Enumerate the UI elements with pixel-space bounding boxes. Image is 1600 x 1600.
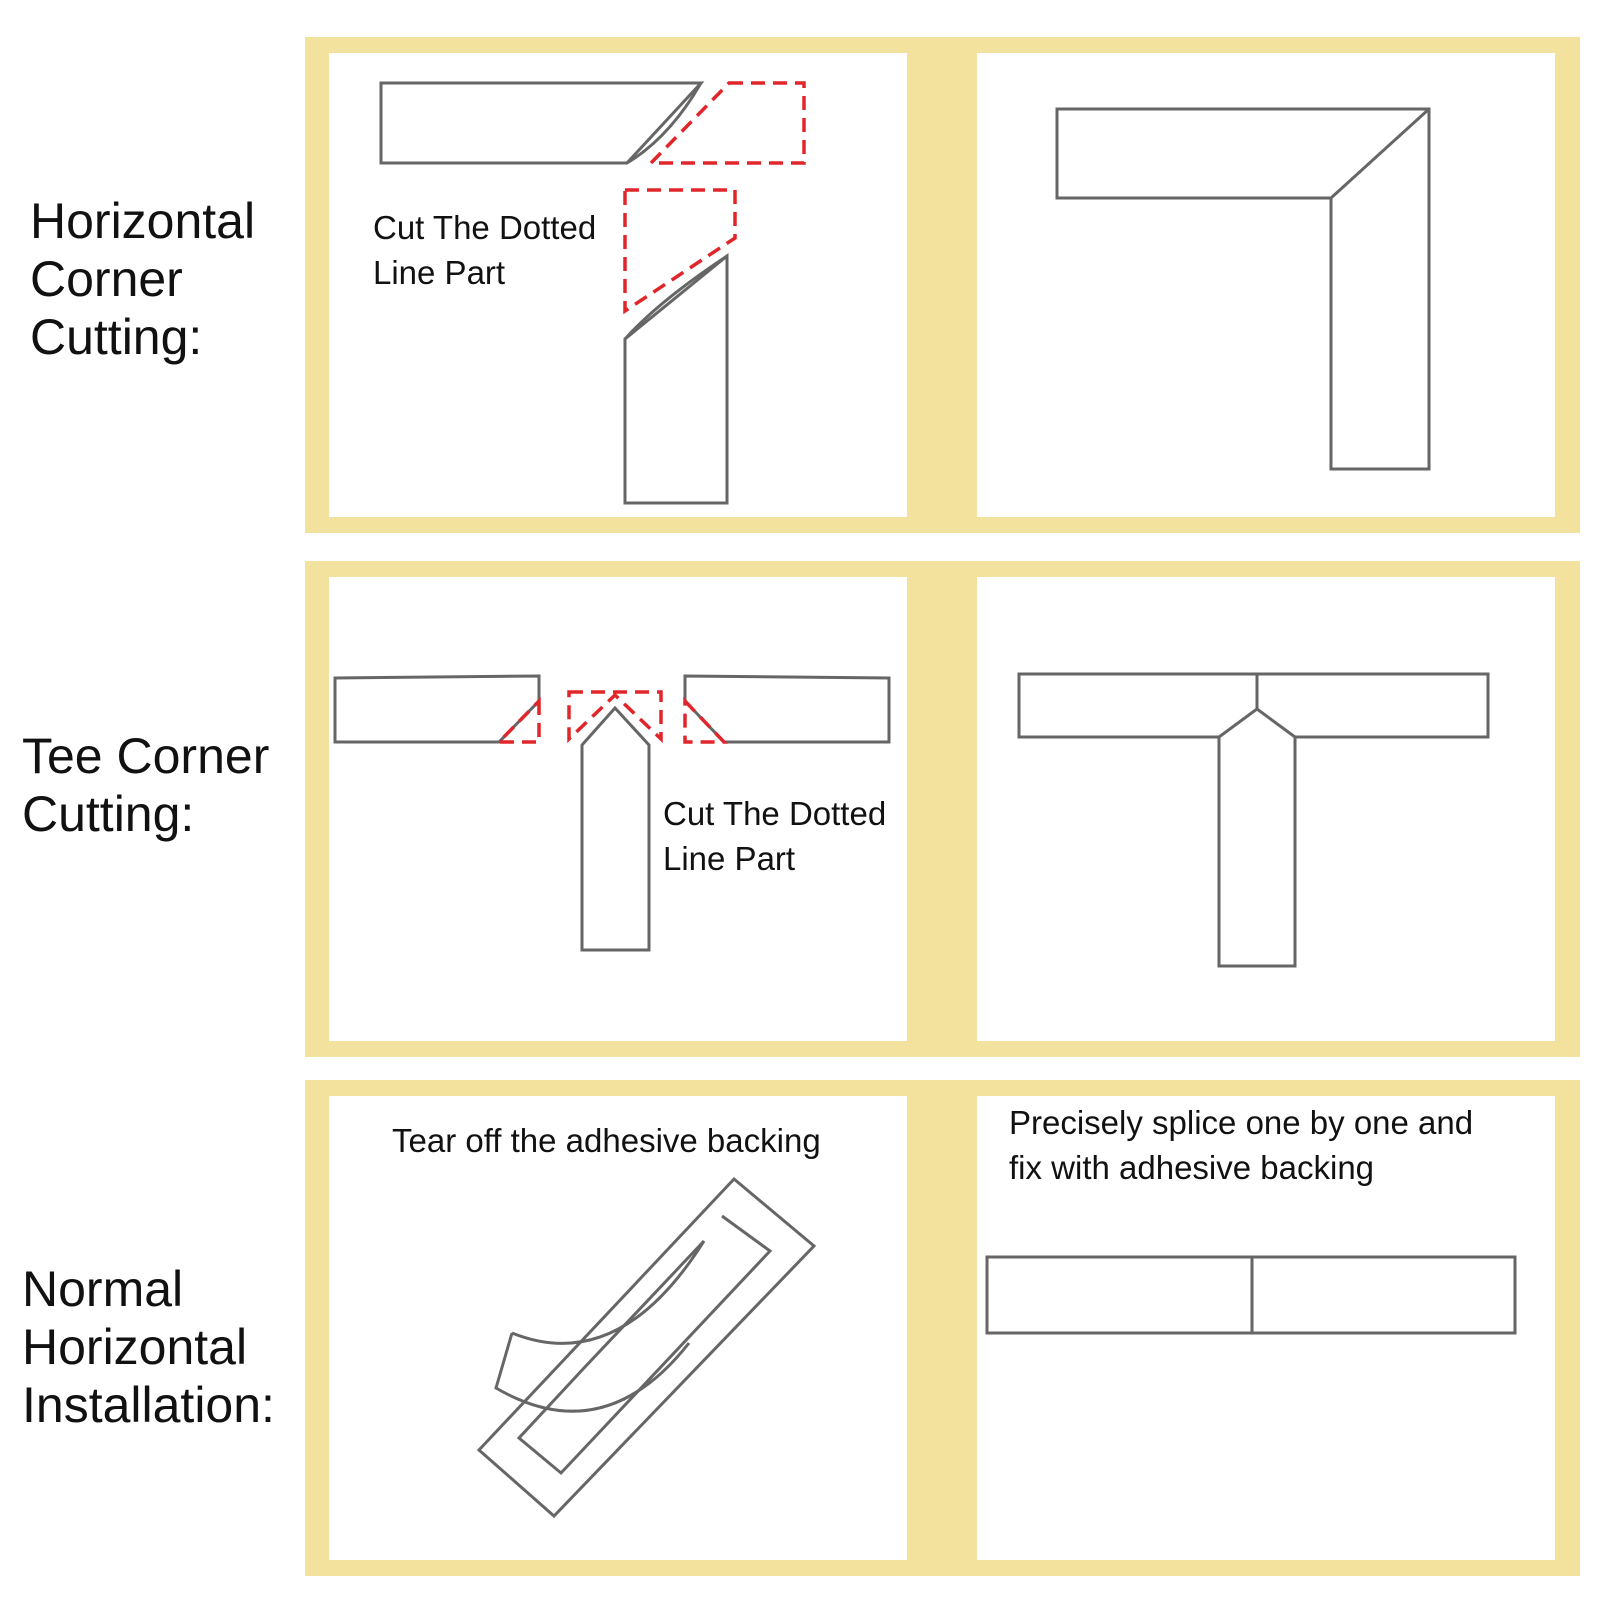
diagram-splice-result bbox=[985, 1255, 1517, 1335]
diagram-horizontal-corner-result bbox=[1055, 107, 1431, 471]
vertical-strip-bevel-curve bbox=[623, 254, 728, 341]
diagram-tear-backing bbox=[476, 1176, 817, 1519]
panel-horizontal-corner-cut: Cut The Dotted Line Part bbox=[329, 53, 907, 517]
splice-instruction: Precisely splice one by one and fix with… bbox=[1009, 1104, 1474, 1186]
horizontal-strip bbox=[379, 81, 705, 165]
l-corner-joined-strips bbox=[1055, 107, 1431, 471]
cut-waste-vertical bbox=[623, 188, 737, 315]
vertical-strip bbox=[623, 252, 729, 505]
panel-tee-corner-cut: Cut The Dotted Line Part bbox=[329, 577, 907, 1041]
cut-waste-horizontal bbox=[646, 81, 806, 165]
panel-splice-result: Precisely splice one by one and fix with… bbox=[977, 1096, 1555, 1560]
row-label-normal-horizontal: Normal Horizontal Installation: bbox=[22, 1261, 275, 1433]
strip-inner-backing bbox=[516, 1214, 773, 1476]
tee-joined-strips bbox=[1017, 672, 1490, 968]
cut-instruction-note: Cut The Dotted Line Part bbox=[373, 209, 597, 291]
tee-right-strip bbox=[683, 674, 891, 744]
panel-tear-backing: Tear off the adhesive backing bbox=[329, 1096, 907, 1560]
strip-outer-outline bbox=[476, 1176, 817, 1519]
row-label-tee-corner: Tee Corner Cutting: bbox=[22, 728, 270, 842]
peeled-backing bbox=[494, 1240, 706, 1413]
tee-joint-lines bbox=[1218, 674, 1296, 739]
row-label-horizontal-corner: Horizontal Corner Cutting: bbox=[30, 193, 256, 365]
tear-backing-instruction: Tear off the adhesive backing bbox=[392, 1122, 821, 1159]
miter-joint-line bbox=[1329, 107, 1431, 200]
diagram-tee-corner-cut bbox=[333, 674, 891, 952]
tee-left-strip bbox=[333, 674, 541, 744]
row-frame-tee-corner: Cut The Dotted Line Part bbox=[305, 561, 1580, 1057]
tee-stem-strip bbox=[580, 705, 651, 952]
cut-instruction-note: Cut The Dotted Line Part bbox=[663, 795, 887, 877]
panel-tee-corner-result bbox=[977, 577, 1555, 1041]
panel-horizontal-corner-result bbox=[977, 53, 1555, 517]
horizontal-strip-bevel-curve bbox=[626, 82, 703, 165]
cut-waste-stem-top bbox=[567, 690, 663, 744]
diagram-tee-corner-result bbox=[1017, 672, 1490, 968]
cut-waste-right-triangle bbox=[683, 696, 729, 744]
row-frame-normal-horizontal: Tear off the adhesive backing Precisely … bbox=[305, 1080, 1580, 1576]
row-frame-horizontal-corner: Cut The Dotted Line Part bbox=[305, 37, 1580, 533]
diagram-horizontal-corner-cut bbox=[379, 81, 806, 505]
spliced-strips bbox=[985, 1255, 1517, 1335]
